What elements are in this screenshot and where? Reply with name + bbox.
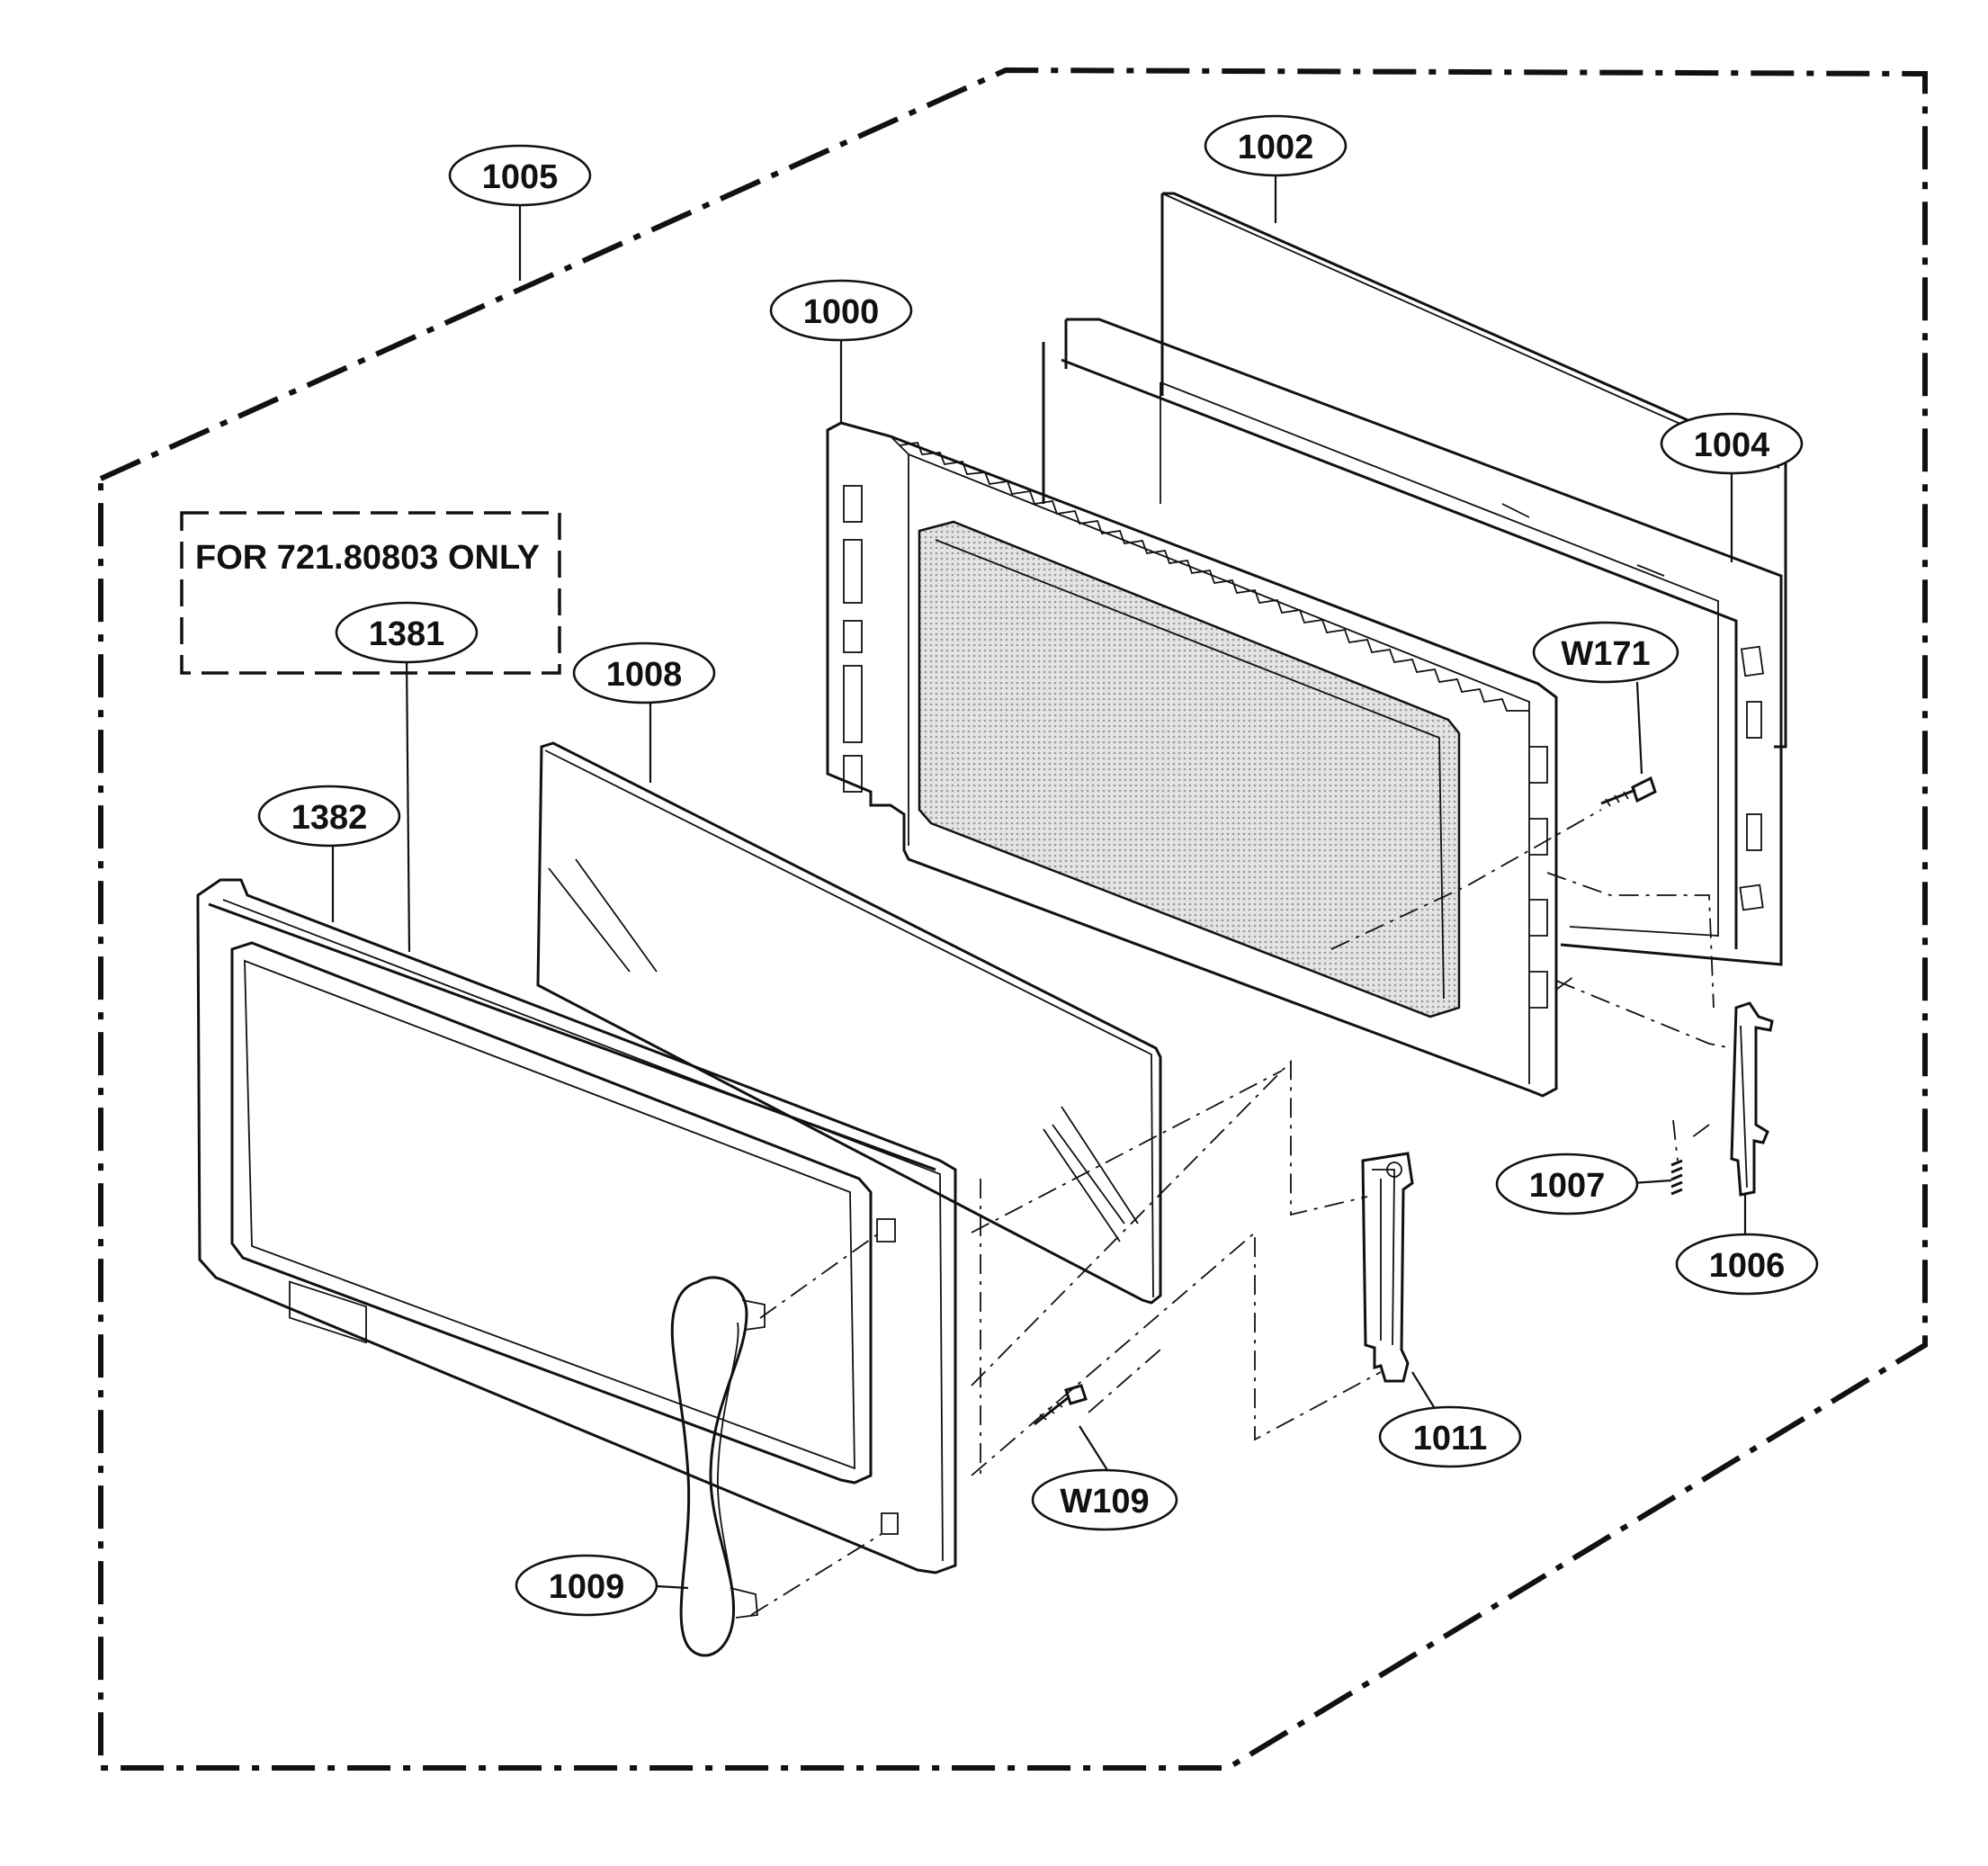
label-1007: 1007 <box>1495 1153 1639 1216</box>
label-1011: 1011 <box>1378 1405 1522 1468</box>
label-w171-text: W171 <box>1561 635 1650 673</box>
label-1381-text: 1381 <box>369 615 445 653</box>
label-1005-text: 1005 <box>482 158 559 196</box>
screw-w171-part <box>1600 776 1657 807</box>
label-1004-text: 1004 <box>1694 426 1770 464</box>
label-1011-text: 1011 <box>1413 1420 1487 1458</box>
screw-w109-part <box>1034 1384 1088 1426</box>
label-1008: 1008 <box>572 641 716 704</box>
label-w109-text: W109 <box>1060 1483 1149 1521</box>
latch-lever-part <box>1361 1152 1414 1383</box>
door-front-frame-part <box>196 878 957 1574</box>
note-text: FOR 721.80803 ONLY <box>195 539 540 577</box>
label-1381: 1381 <box>335 601 479 664</box>
spring-part <box>1670 1159 1683 1196</box>
label-1002-text: 1002 <box>1238 129 1314 166</box>
label-w109: W109 <box>1031 1468 1178 1531</box>
label-1005: 1005 <box>448 144 592 207</box>
assembly-guide-lines <box>750 809 1733 1616</box>
label-1004: 1004 <box>1660 412 1804 475</box>
label-1000-text: 1000 <box>803 293 880 331</box>
label-1000: 1000 <box>769 279 913 342</box>
label-1382: 1382 <box>257 785 401 848</box>
label-1008-text: 1008 <box>606 656 683 694</box>
label-1006: 1006 <box>1675 1233 1819 1296</box>
label-1007-text: 1007 <box>1529 1167 1606 1205</box>
label-1009-text: 1009 <box>549 1568 625 1606</box>
assembly-boundary <box>98 67 1928 1771</box>
door-inner-panel-part <box>826 421 1558 1098</box>
latch-hook-part <box>1730 1001 1774 1197</box>
outer-glass-part <box>536 741 1162 1305</box>
label-1002: 1002 <box>1204 114 1348 177</box>
label-1382-text: 1382 <box>291 799 368 837</box>
label-1009: 1009 <box>515 1554 658 1617</box>
door-handle-part <box>670 1276 766 1657</box>
label-1006-text: 1006 <box>1709 1247 1786 1285</box>
door-frame-part <box>1042 318 1783 966</box>
note-box: FOR 721.80803 ONLY <box>180 511 561 675</box>
label-w171: W171 <box>1532 621 1679 684</box>
leader-lines <box>331 165 1747 1590</box>
